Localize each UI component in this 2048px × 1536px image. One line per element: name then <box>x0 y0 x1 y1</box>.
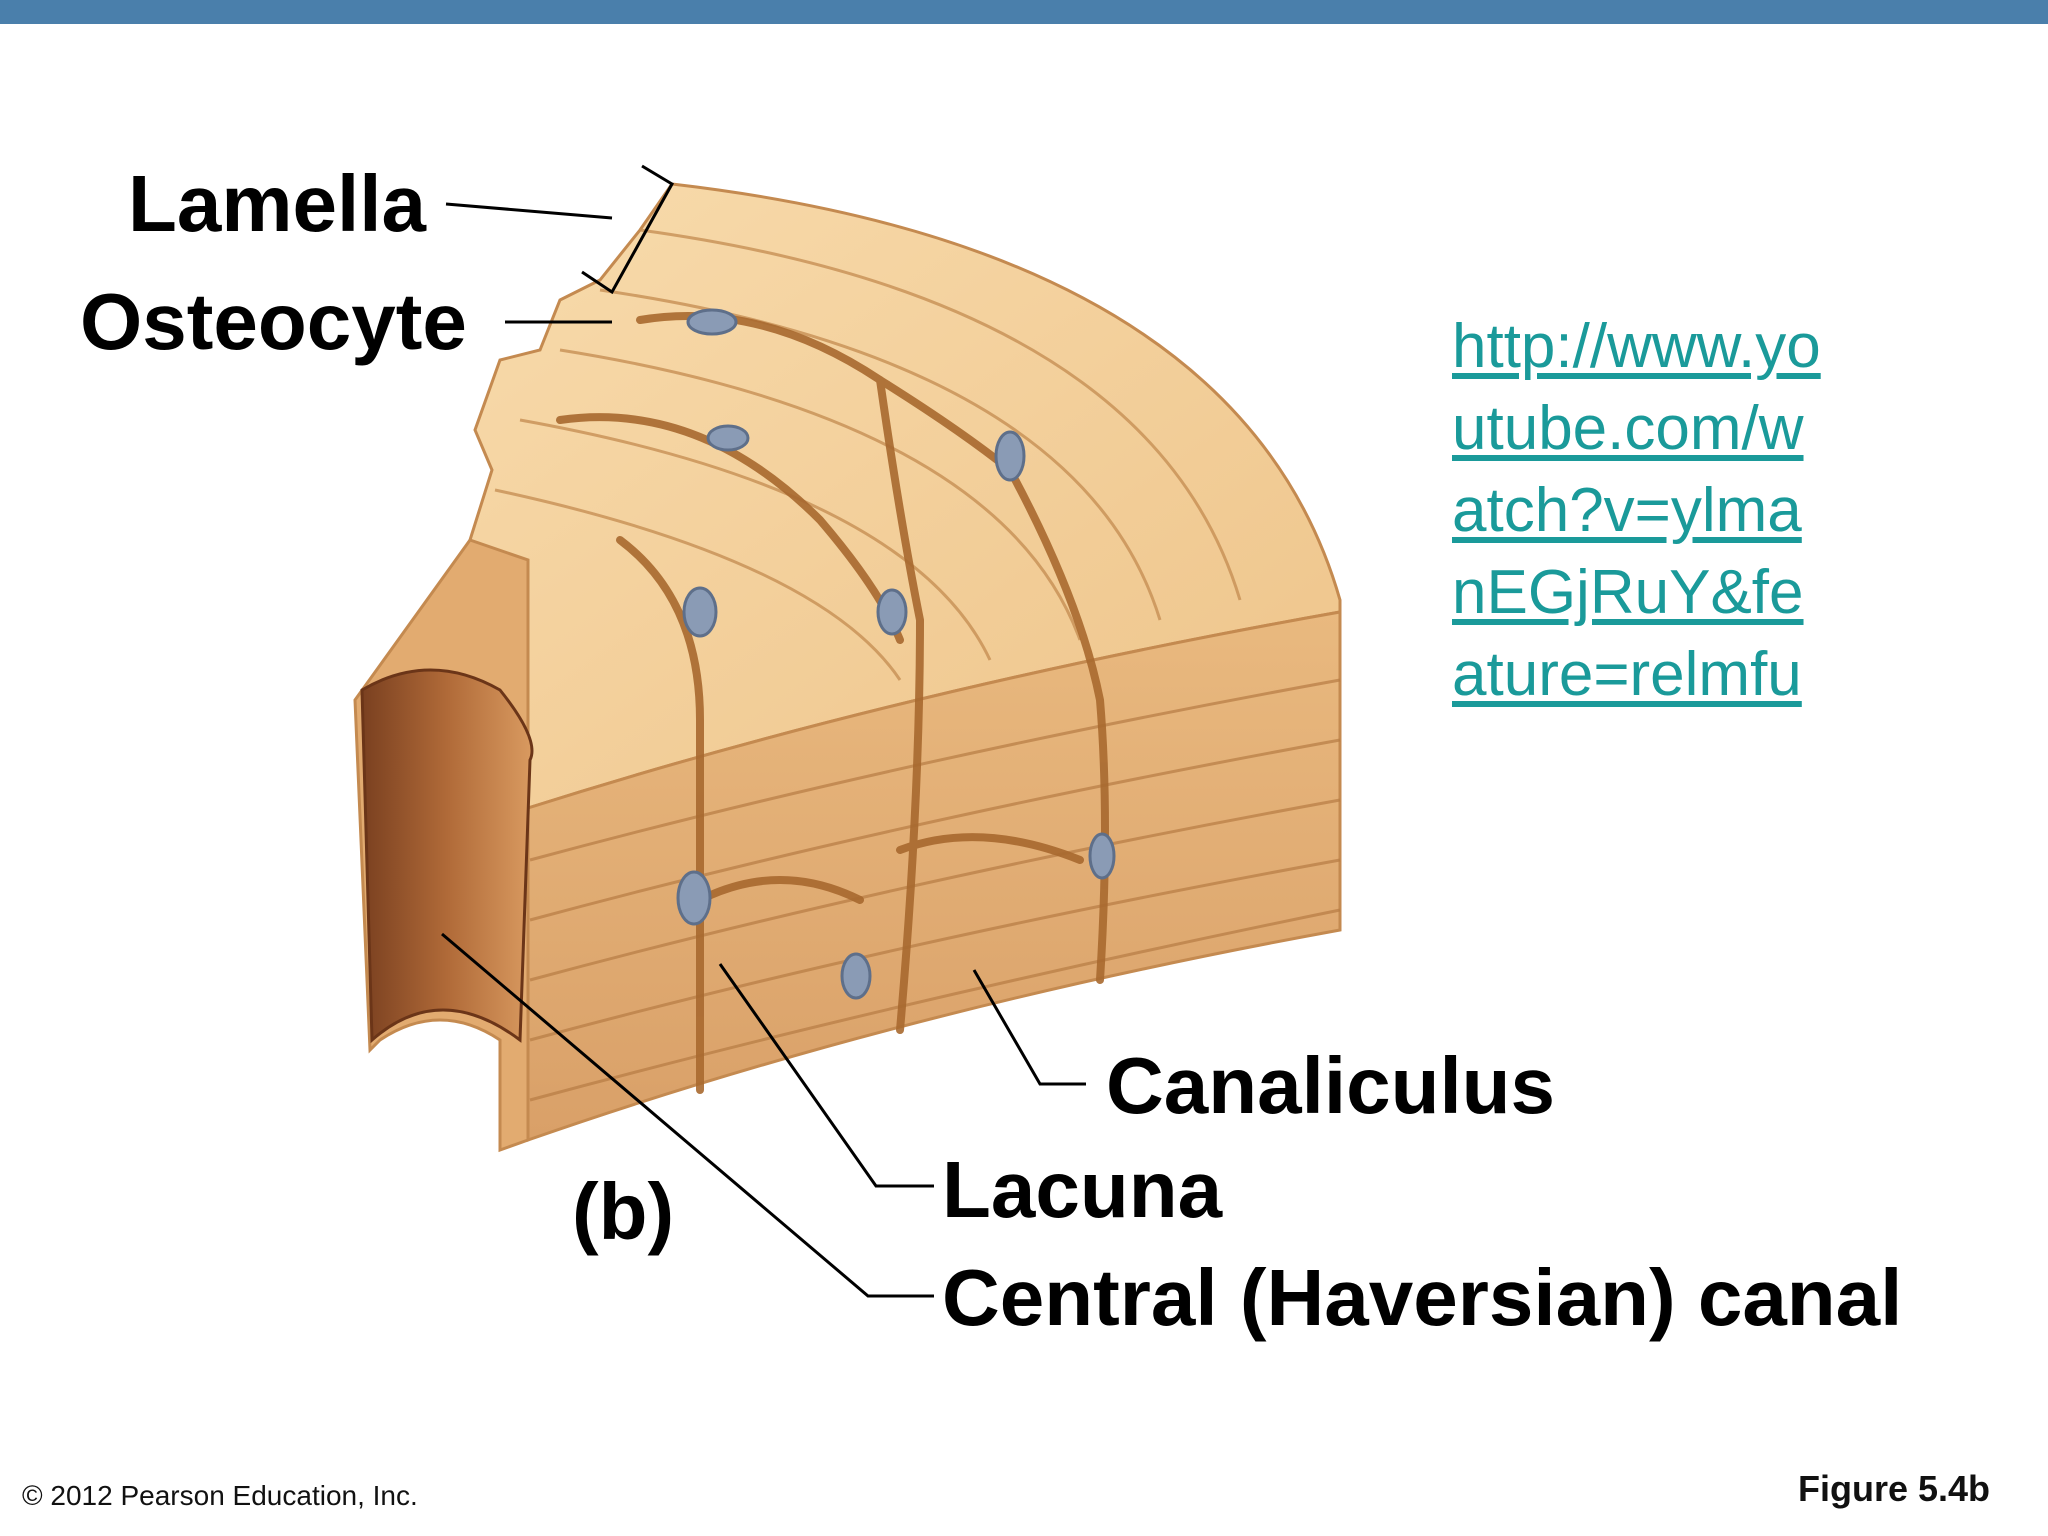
link-line[interactable]: atch?v=ylma <box>1452 476 1802 545</box>
label-lacuna: Lacuna <box>942 1145 1223 1234</box>
link-line[interactable]: http://www.yo <box>1452 312 1821 381</box>
label-central-canal: Central (Haversian) canal <box>942 1253 1903 1342</box>
bone-front-face <box>526 610 1342 1143</box>
central-canal-leader <box>441 932 934 1298</box>
panel-label: (b) <box>572 1167 675 1256</box>
link-line[interactable]: nEGjRuY&fe <box>1452 558 1804 627</box>
link-line[interactable]: ature=relmfu <box>1452 640 1802 709</box>
figure-number: Figure 5.4b <box>1798 1468 1991 1509</box>
youtube-link[interactable]: http://www.yo utube.com/w atch?v=ylma nE… <box>1452 306 1892 716</box>
copyright: © 2012 Pearson Education, Inc. <box>22 1480 418 1511</box>
lamella-bracket <box>581 164 675 295</box>
top-bar <box>0 0 2048 24</box>
lamella-leader <box>445 202 613 220</box>
label-canaliculus: Canaliculus <box>1106 1041 1556 1130</box>
osteocytes <box>676 308 1116 1000</box>
lacuna-leader <box>718 963 934 1188</box>
label-lamella: Lamella <box>128 159 426 248</box>
central-canal-shape <box>360 668 534 1044</box>
link-line[interactable]: utube.com/w <box>1452 394 1804 463</box>
label-osteocyte: Osteocyte <box>80 277 467 366</box>
canaliculus-leader <box>972 969 1086 1086</box>
